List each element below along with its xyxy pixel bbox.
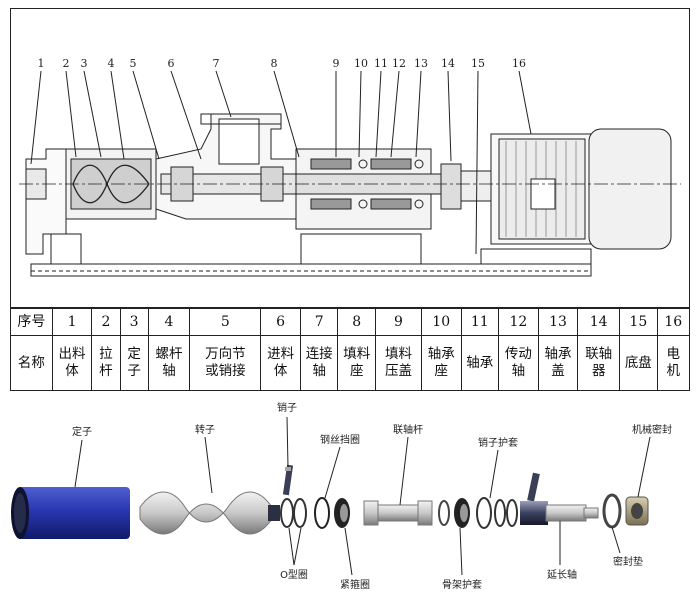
table-cell-part-name: 万向节 或销接 [189, 335, 262, 391]
table-cell-part-name: 轴承 [460, 335, 500, 391]
callout-number: 2 [63, 57, 70, 70]
base-plate [30, 263, 592, 277]
table-cell-number: 5 [189, 308, 262, 336]
label-extension-shaft: 延长轴 [547, 568, 577, 581]
mechanical-seal-part [625, 496, 649, 526]
pin-part [282, 464, 294, 496]
table-cell-number: 15 [619, 308, 658, 336]
callout-number: 6 [168, 57, 175, 70]
callout-number: 11 [374, 57, 388, 70]
table-cell-number: 10 [420, 308, 462, 336]
label-pin-sleeve: 销子护套 [478, 436, 518, 449]
callout-number: 16 [512, 57, 526, 70]
label-wire-ring: 钢丝挡圈 [320, 433, 360, 446]
callout-number: 4 [108, 57, 115, 70]
callout-number: 7 [213, 57, 220, 70]
rotor-part [139, 491, 280, 535]
table-cell-part-name: 电 机 [656, 335, 691, 391]
callout-number: 8 [271, 57, 278, 70]
table-cell-number: 7 [299, 308, 339, 336]
table-cell-number: 9 [375, 308, 422, 336]
label-frame-sleeve: 骨架护套 [442, 578, 482, 591]
gasket-part [602, 493, 622, 529]
label-mechanical-seal: 机械密封 [632, 423, 672, 436]
pin-2-part [527, 472, 540, 502]
extension-shaft-part [520, 501, 599, 525]
table-cell-number: 2 [91, 308, 121, 336]
callout-number: 3 [81, 57, 88, 70]
callout-number: 12 [392, 57, 406, 70]
table-cell-part-name: 轴承 座 [420, 335, 462, 391]
frame-sleeve-part [438, 498, 470, 528]
table-cell-part-name: 轴承 盖 [537, 335, 579, 391]
table-cell-number: 16 [656, 308, 691, 336]
o-rings-part [280, 498, 307, 528]
table-cell-part-name: 进料 体 [260, 335, 301, 391]
callout-number: 13 [414, 57, 428, 70]
table-cell-part-name: 拉 杆 [91, 335, 121, 391]
label-gasket: 密封垫 [613, 555, 643, 568]
table-cell-number: 4 [147, 308, 191, 336]
callout-number: 15 [471, 57, 485, 70]
label-pin: 销子 [277, 401, 297, 414]
label-stator: 定子 [72, 425, 92, 438]
header-cell-index: 序号 [10, 308, 53, 336]
table-cell-number: 12 [498, 308, 539, 336]
label-coupling-rod: 联轴杆 [393, 423, 423, 436]
table-cell-part-name: 螺杆 轴 [147, 335, 191, 391]
clamp-ring-part [334, 498, 350, 528]
exploded-view-svg: 定子 转子 销子 钢丝挡圈 联轴杆 销子护套 机械密封 O型圈 紧箍圈 骨架护套… [11, 401, 672, 591]
table-cell-part-name: 填料 座 [337, 335, 377, 391]
table-cell-number: 13 [537, 308, 579, 336]
table-cell-part-name: 传动 轴 [498, 335, 539, 391]
label-o-ring: O型圈 [280, 568, 308, 581]
table-row-names: 名称出料 体拉 杆定 子螺杆 轴万向节 或销接进料 体连接 轴填料 座填料 压盖… [10, 335, 691, 391]
callout-number: 5 [130, 57, 137, 70]
label-rotor: 转子 [195, 423, 215, 436]
table-cell-number: 8 [337, 308, 377, 336]
table-cell-number: 14 [577, 308, 621, 336]
table-cell-number: 1 [51, 308, 93, 336]
exploded-view: 定子 转子 销子 钢丝挡圈 联轴杆 销子护套 机械密封 O型圈 紧箍圈 骨架护套… [0, 395, 699, 601]
header-cell-name: 名称 [10, 335, 53, 391]
stator-part [11, 487, 130, 539]
pin-sleeve-part [476, 497, 518, 529]
callout-number: 9 [333, 57, 340, 70]
callout-number: 10 [354, 57, 368, 70]
table-cell-part-name: 定 子 [119, 335, 149, 391]
table-cell-part-name: 填料 压盖 [375, 335, 422, 391]
table-cell-number: 3 [119, 308, 149, 336]
callout-number: 14 [441, 57, 455, 70]
table-cell-part-name: 联轴 器 [577, 335, 621, 391]
wire-ring-part [314, 497, 330, 529]
table-cell-number: 6 [260, 308, 301, 336]
label-clamp-ring: 紧箍圈 [340, 578, 370, 591]
table-cell-number: 11 [460, 308, 500, 336]
callout-number: 1 [38, 57, 45, 70]
table-cell-part-name: 底盘 [619, 335, 658, 391]
table-cell-part-name: 连接 轴 [299, 335, 339, 391]
table-cell-part-name: 出料 体 [51, 335, 93, 391]
coupling-rod-part [363, 500, 433, 526]
